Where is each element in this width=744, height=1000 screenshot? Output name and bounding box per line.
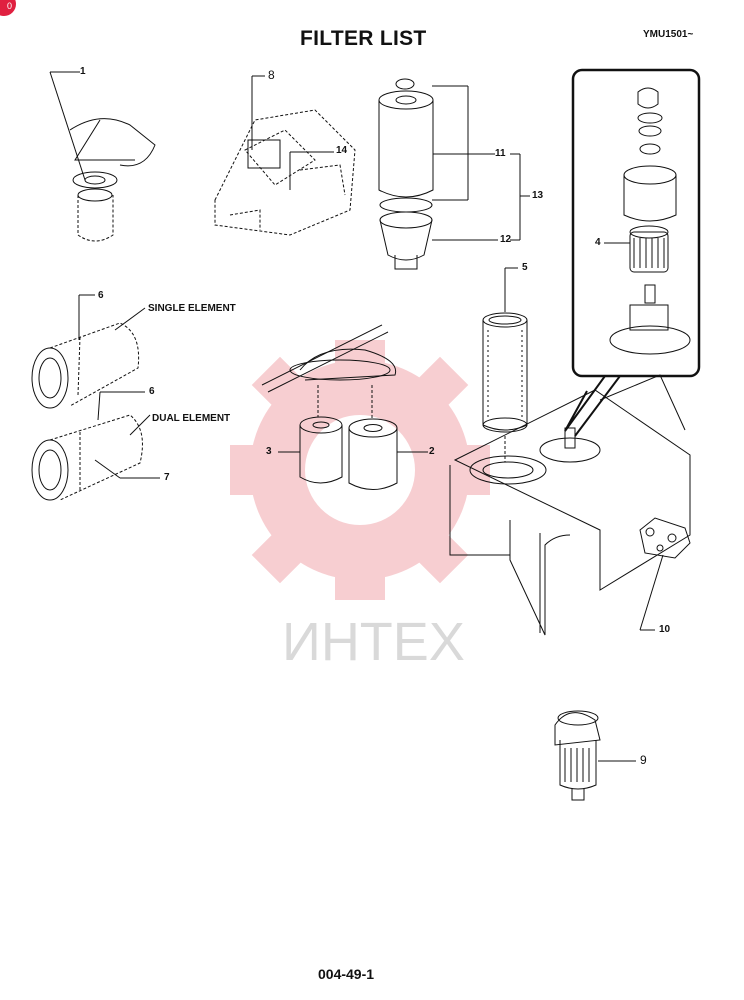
callout-9: 9 <box>640 753 647 767</box>
watermark-text: ИНТЕХ <box>282 612 465 672</box>
engine-air-filter-8-14 <box>214 109 356 236</box>
callout-1: 1 <box>80 66 86 77</box>
callout-3: 3 <box>266 446 272 457</box>
fuel-filter-item-1 <box>49 71 156 242</box>
callout-12: 12 <box>500 234 512 245</box>
page-title: FILTER LIST <box>300 27 427 50</box>
engine-oil-filters-2-3 <box>261 324 428 490</box>
callout-2: 2 <box>429 446 435 457</box>
hydraulic-return-filter-11-12-13 <box>378 78 530 270</box>
model-code: YMU1501~ <box>643 29 694 40</box>
water-separator-filter-9 <box>554 710 636 801</box>
callout-10: 10 <box>659 624 671 635</box>
pilot-line-filter-10 <box>639 517 691 631</box>
callout-6-dual: 6 <box>149 386 155 397</box>
engine-callout-lines <box>247 75 334 190</box>
corner-badge: 0 <box>0 0 16 16</box>
callout-5: 5 <box>522 262 528 273</box>
callout-8: 8 <box>268 68 275 82</box>
pilot-filter-inset <box>564 68 701 437</box>
callout-6-single: 6 <box>98 290 104 301</box>
callout-13: 13 <box>532 190 544 201</box>
callout-7: 7 <box>164 472 170 483</box>
callout-14: 14 <box>336 145 348 156</box>
watermark-gear <box>230 340 490 600</box>
air-cleaner-dual-element-6-7 <box>31 391 160 501</box>
dual-element-note: DUAL ELEMENT <box>152 413 231 424</box>
page-code: 004-49-1 <box>318 966 375 982</box>
hydraulic-tank-strainer-5 <box>449 267 691 636</box>
callout-4: 4 <box>595 237 601 248</box>
single-element-note: SINGLE ELEMENT <box>148 303 236 314</box>
callout-11: 11 <box>495 148 506 159</box>
air-cleaner-single-element-6 <box>31 294 146 409</box>
